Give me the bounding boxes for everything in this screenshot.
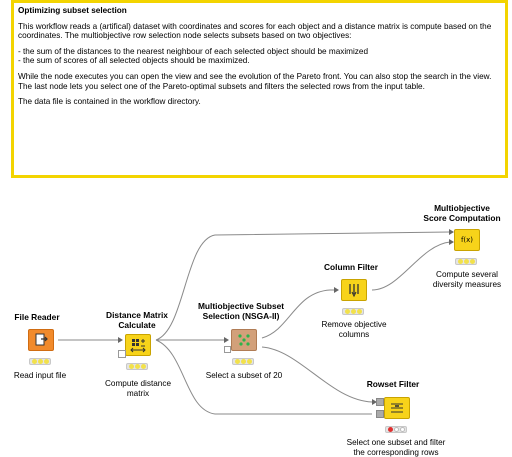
connection-nsga-rowset xyxy=(261,346,373,403)
connection-distance-score xyxy=(155,231,451,341)
connection-columnfilter-score xyxy=(371,241,451,291)
score-computation-node[interactable]: f(x) xyxy=(454,229,480,251)
node-description: Select one subset and filter the corresp… xyxy=(346,438,446,457)
node-title: Column Filter xyxy=(324,262,378,272)
node-status-indicator xyxy=(126,363,148,370)
connection-nsga-columnfilter xyxy=(261,289,334,339)
node-title: Rowset Filter xyxy=(366,379,420,389)
node-description: Read input file xyxy=(13,371,67,380)
connection-distance-rowset xyxy=(155,339,372,415)
annotation-paragraph: While the node executes you can open the… xyxy=(18,71,492,91)
distance-matrix-node[interactable] xyxy=(125,334,151,356)
node-description: Compute several diversity measures xyxy=(432,270,502,289)
rowset-filter-node[interactable] xyxy=(384,397,410,419)
arrow-head xyxy=(449,229,454,235)
nsga-node[interactable] xyxy=(231,329,257,351)
node-description: Select a subset of 20 xyxy=(205,371,283,380)
node-status-indicator xyxy=(342,308,364,315)
node-status-indicator xyxy=(455,258,477,265)
annotation-paragraph: This workflow reads a (artifical) datase… xyxy=(18,21,492,41)
arrow-head xyxy=(224,337,229,343)
column-filter-node[interactable] xyxy=(341,279,367,301)
annotation-paragraph: The data file is contained in the workfl… xyxy=(18,97,201,107)
node-description: Remove objective columns xyxy=(321,320,387,339)
input-port[interactable] xyxy=(376,410,384,418)
nsga-icon xyxy=(238,334,250,346)
annotation-paragraph: - the sum of the distances to the neares… xyxy=(18,46,368,66)
input-port[interactable] xyxy=(376,398,384,406)
node-title: Distance Matrix Calculate xyxy=(106,310,168,330)
rowset-filter-icon xyxy=(391,403,403,413)
file-reader-node[interactable] xyxy=(28,329,54,351)
node-status-indicator xyxy=(232,358,254,365)
arrow-head xyxy=(334,287,339,293)
fx-icon: f(x) xyxy=(460,236,474,244)
distance-matrix-icon xyxy=(130,339,146,353)
arrow-head xyxy=(372,399,377,405)
node-title: Multiobjective Subset Selection (NSGA-II… xyxy=(197,301,285,321)
workflow-annotation[interactable]: Optimizing subset selection This workflo… xyxy=(11,0,508,178)
node-title: File Reader xyxy=(14,312,60,322)
file-reader-icon xyxy=(35,333,48,346)
node-status-indicator xyxy=(385,426,407,433)
node-status-indicator xyxy=(29,358,51,365)
input-port[interactable] xyxy=(224,346,231,353)
column-filter-icon xyxy=(349,284,359,298)
input-port[interactable] xyxy=(118,350,126,358)
annotation-title: Optimizing subset selection xyxy=(18,6,127,15)
node-description: Compute distance matrix xyxy=(105,379,171,398)
arrow-head xyxy=(118,337,123,343)
arrow-head xyxy=(449,239,454,245)
node-title: Multiobjective Score Computation xyxy=(423,203,501,223)
